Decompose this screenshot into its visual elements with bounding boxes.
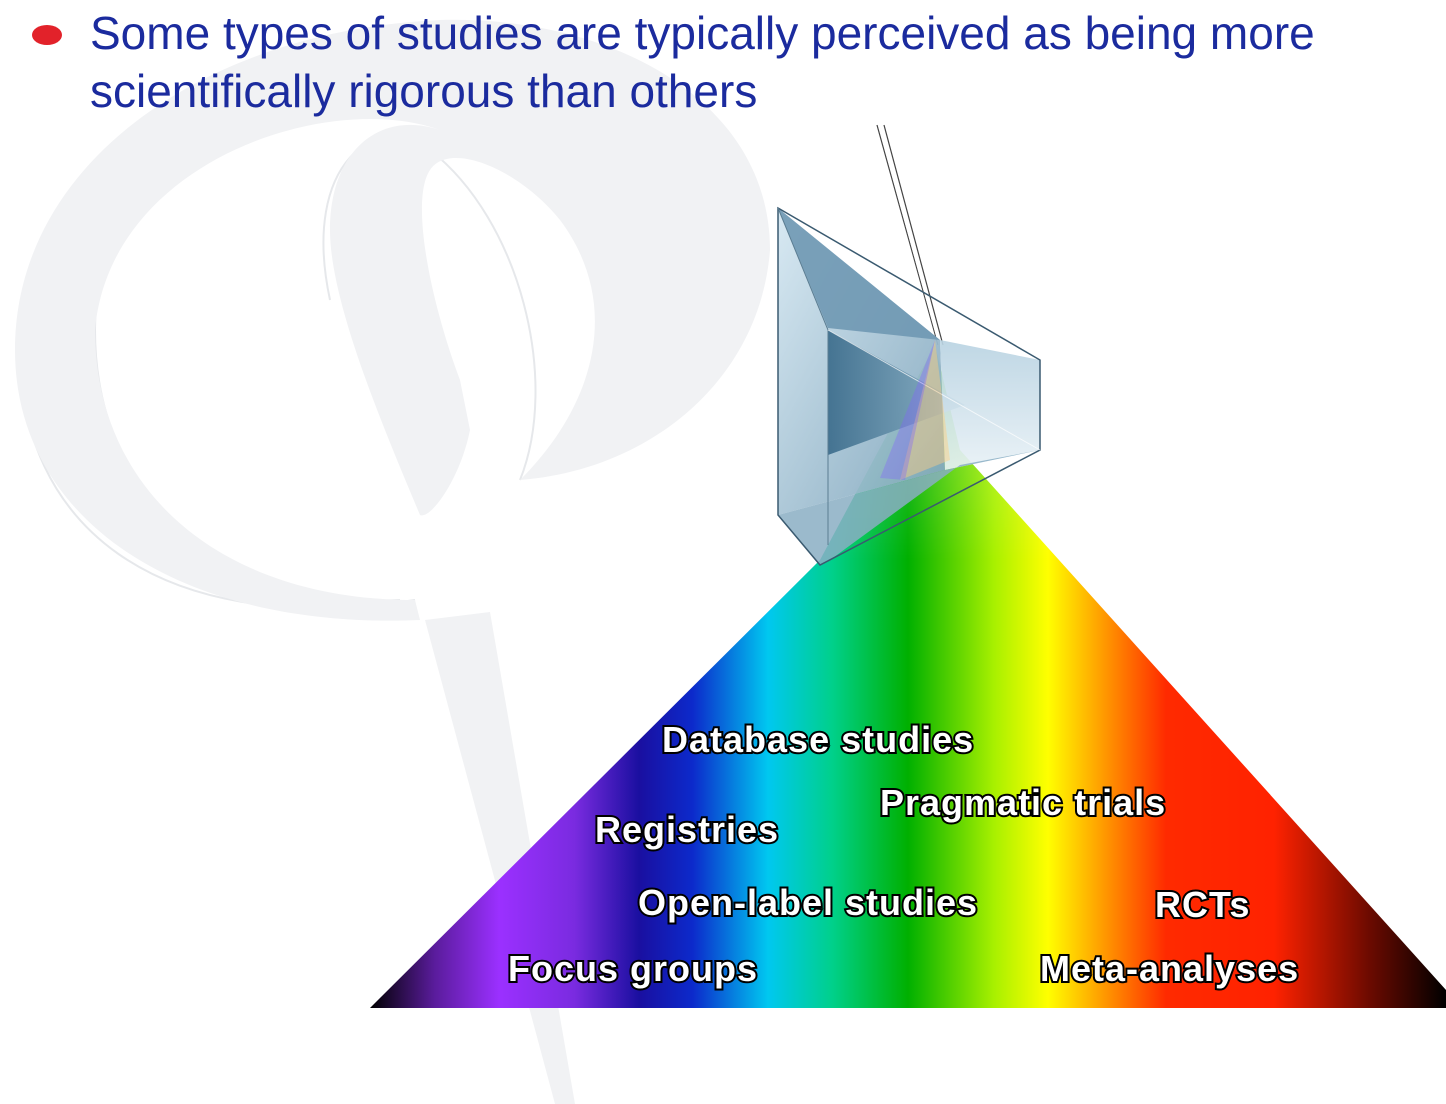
label-database-studies: Database studies bbox=[662, 719, 974, 760]
bullet-line-2: scientifically rigorous than others bbox=[90, 65, 758, 117]
label-registries: Registries bbox=[595, 809, 779, 850]
label-meta-analyses: Meta-analyses bbox=[1040, 948, 1299, 989]
bullet-line-1: Some types of studies are typically perc… bbox=[90, 7, 1315, 59]
label-pragmatic-trials: Pragmatic trials bbox=[880, 782, 1166, 823]
label-open-label-studies: Open-label studies bbox=[638, 882, 978, 923]
prism-icon bbox=[777, 206, 1041, 566]
bullet-dot-icon bbox=[32, 25, 62, 45]
bullet-text: Some types of studies are typically perc… bbox=[90, 4, 1446, 120]
light-beam-icon bbox=[876, 124, 944, 346]
label-rcts: RCTs bbox=[1155, 884, 1250, 925]
label-focus-groups: Focus groups bbox=[508, 948, 758, 989]
